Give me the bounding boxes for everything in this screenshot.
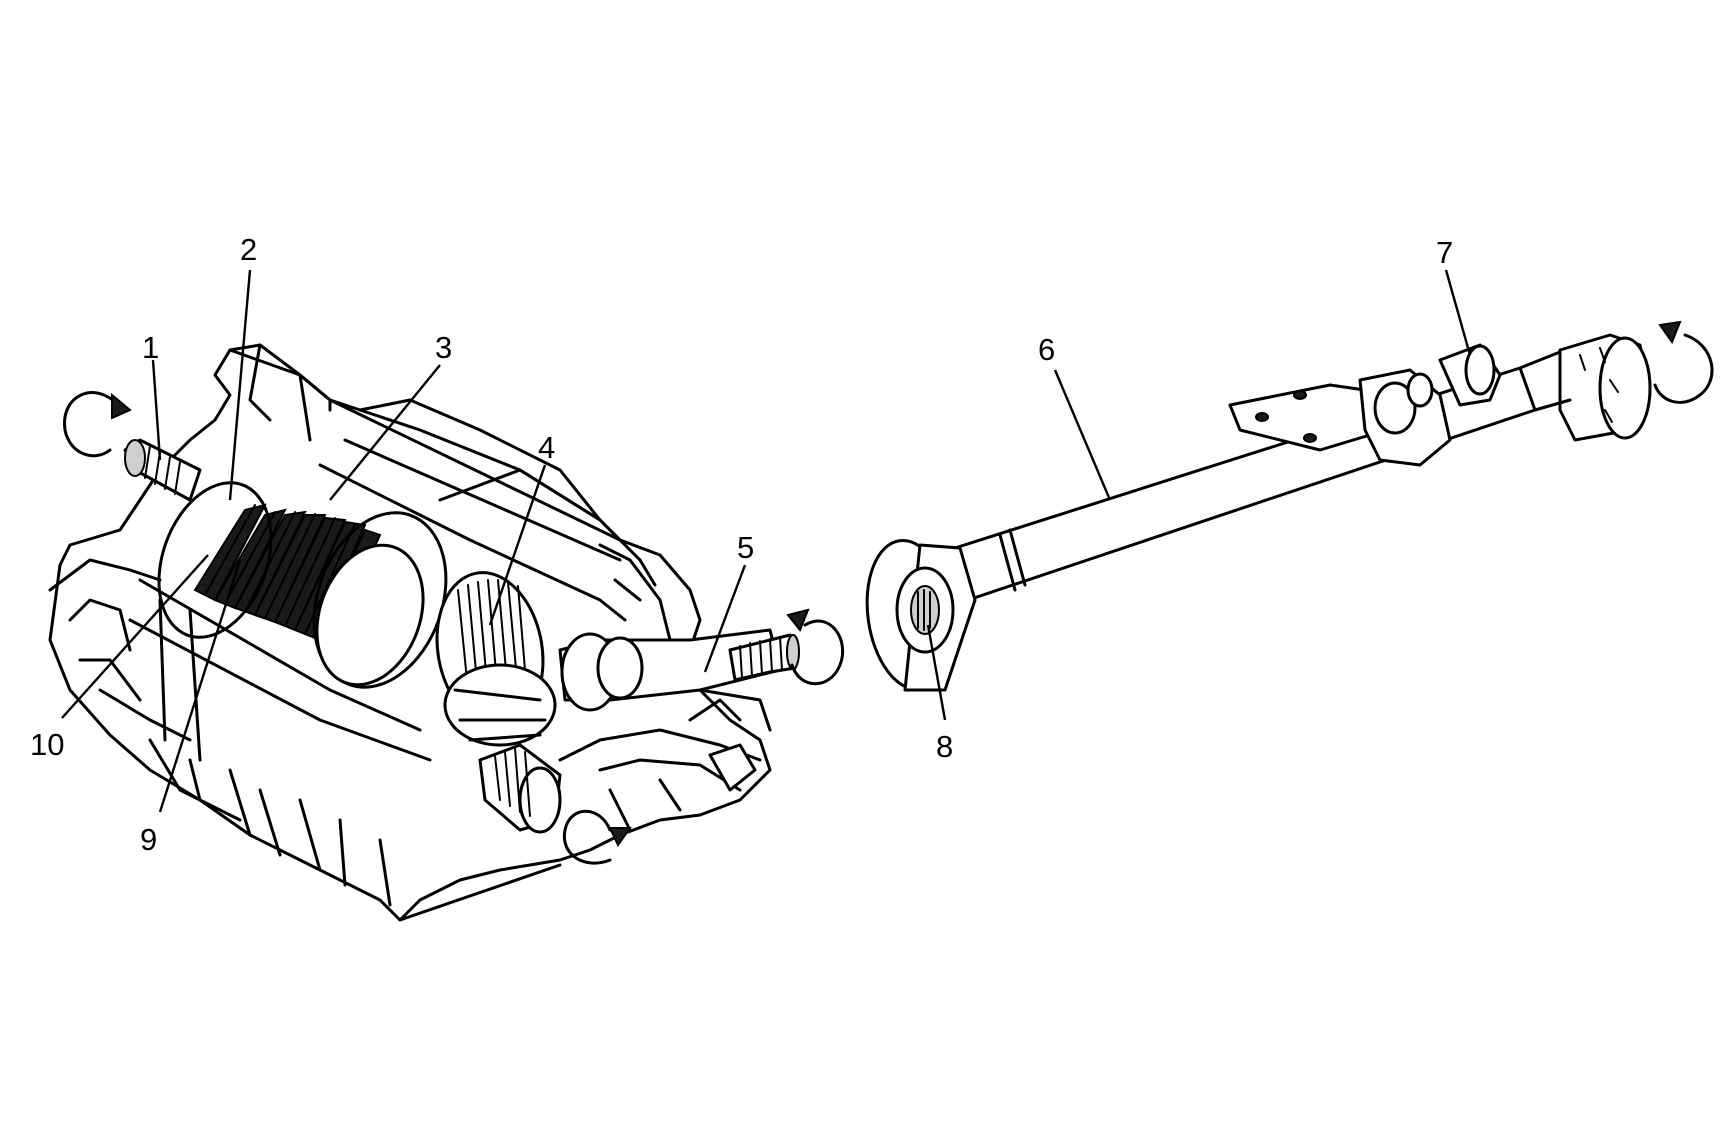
callout-3: 3	[435, 330, 452, 365]
callout-2: 2	[240, 232, 257, 267]
callout-9: 9	[140, 822, 157, 857]
callout-8: 8	[936, 729, 953, 764]
propeller-shaft	[865, 333, 1652, 692]
callout-10: 10	[30, 727, 64, 762]
circular-rotation-arrow-icon	[1653, 320, 1714, 404]
circular-rotation-arrow-icon	[786, 608, 845, 686]
callout-4: 4	[538, 430, 555, 465]
drive-module-cutaway	[48, 343, 800, 922]
callout-7: 7	[1436, 235, 1453, 270]
callout-labels: 1 2 3 4 5 6 7 8 9 10	[30, 232, 1453, 857]
circular-rotation-arrow-icon	[562, 809, 632, 865]
callout-1: 1	[142, 330, 159, 365]
lower-output-shaft	[478, 743, 562, 834]
callout-5: 5	[737, 530, 754, 565]
ring-gear	[435, 571, 557, 747]
circular-rotation-arrow-icon	[63, 391, 132, 458]
output-shaft	[558, 628, 800, 712]
callout-leaders	[61, 269, 1472, 813]
callout-6: 6	[1038, 332, 1055, 367]
input-shaft	[123, 438, 202, 502]
